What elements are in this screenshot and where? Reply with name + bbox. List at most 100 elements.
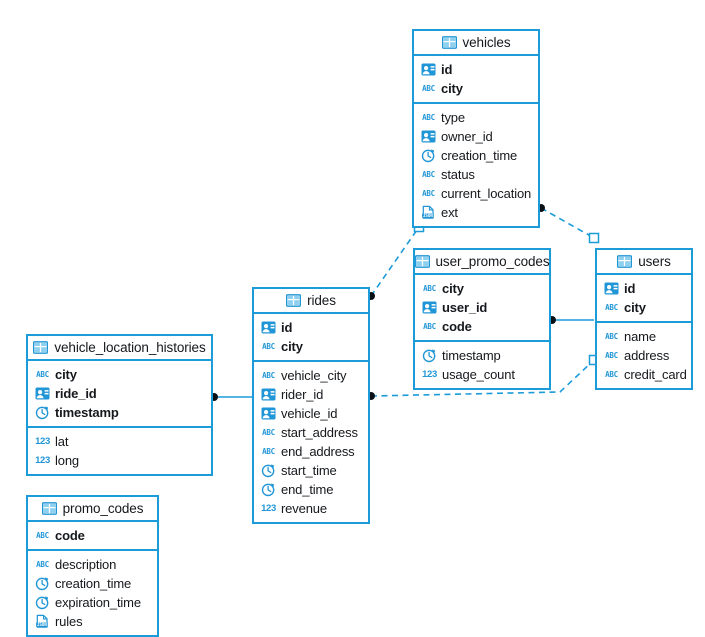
column-name: timestamp [55, 405, 119, 420]
table-title: vehicle_location_histories [54, 340, 206, 355]
column-row: user_id [415, 298, 549, 317]
abc-type-icon: ABC [422, 188, 435, 198]
key-id-icon [261, 320, 276, 335]
column-name: long [55, 453, 79, 468]
column-name: end_time [281, 482, 334, 497]
column-name: city [55, 367, 77, 382]
abc-type-icon: ABC [423, 321, 436, 331]
key-id-icon [261, 406, 276, 421]
column-row: creation_time [414, 146, 538, 165]
key-id-icon [261, 387, 276, 402]
column-name: status [441, 167, 475, 182]
abc-type-icon: ABC [605, 369, 618, 379]
column-name: timestamp [442, 348, 501, 363]
table-icon [41, 501, 57, 516]
column-row: rider_id [254, 385, 368, 404]
key-id-icon [604, 281, 619, 296]
column-name: vehicle_id [281, 406, 338, 421]
edge-upc-users[interactable] [548, 316, 594, 324]
column-row: ABC name [597, 327, 691, 346]
abc-type-icon: ABC [262, 446, 275, 456]
column-name: credit_card [624, 367, 687, 382]
column-name: id [624, 281, 636, 296]
table-title: rides [307, 293, 336, 308]
column-name: code [55, 528, 85, 543]
table-header-rides[interactable]: rides [254, 289, 368, 314]
table-title: user_promo_codes [435, 254, 550, 269]
column-name: city [442, 281, 464, 296]
abc-type-icon: ABC [605, 331, 618, 341]
table-title: promo_codes [62, 501, 144, 516]
edge-vehicles-users[interactable] [537, 204, 600, 244]
column-name: rider_id [281, 387, 324, 402]
table-header-vehicles[interactable]: vehicles [414, 31, 538, 56]
column-row: start_time [254, 461, 368, 480]
column-name: name [624, 329, 656, 344]
column-row: ABC city [254, 337, 368, 356]
column-row: ride_id [28, 384, 211, 403]
column-row: creation_time [28, 574, 157, 593]
column-name: user_id [442, 300, 488, 315]
key-id-icon [35, 386, 50, 401]
column-name: city [281, 339, 303, 354]
edge-line [370, 226, 420, 297]
column-name: creation_time [441, 148, 518, 163]
svg-text:JSON: JSON [37, 622, 47, 627]
number-type-icon: 123 [35, 454, 50, 466]
key-id-icon [421, 129, 436, 144]
clock-icon [261, 482, 276, 497]
table-header-users[interactable]: users [597, 250, 691, 275]
column-row: owner_id [414, 127, 538, 146]
abc-type-icon: ABC [262, 341, 275, 351]
abc-type-icon: ABC [422, 169, 435, 179]
table-icon [441, 35, 457, 50]
column-name: type [441, 110, 465, 125]
column-row: id [597, 279, 691, 298]
column-row: ABC credit_card [597, 365, 691, 384]
edge-vlh-rides[interactable] [210, 393, 252, 401]
column-row: 123 long [28, 451, 211, 470]
clock-icon [261, 463, 276, 478]
number-type-icon: 123 [422, 368, 437, 380]
json-icon: JSON [421, 205, 436, 220]
column-name: expiration_time [55, 595, 141, 610]
abc-type-icon: ABC [605, 350, 618, 360]
number-type-icon: 123 [35, 435, 50, 447]
clock-icon [422, 348, 437, 363]
table-header-vehicle_location_histories[interactable]: vehicle_location_histories [28, 336, 211, 361]
key-id-icon [421, 62, 436, 77]
clock-icon [35, 405, 50, 420]
table-header-user_promo_codes[interactable]: user_promo_codes [414, 250, 550, 275]
column-name: owner_id [441, 129, 493, 144]
clock-icon [35, 595, 50, 610]
column-row: timestamp [28, 403, 211, 422]
column-name: id [441, 62, 453, 77]
table-header-promo_codes[interactable]: promo_codes [28, 497, 157, 522]
column-row: ABC status [414, 165, 538, 184]
